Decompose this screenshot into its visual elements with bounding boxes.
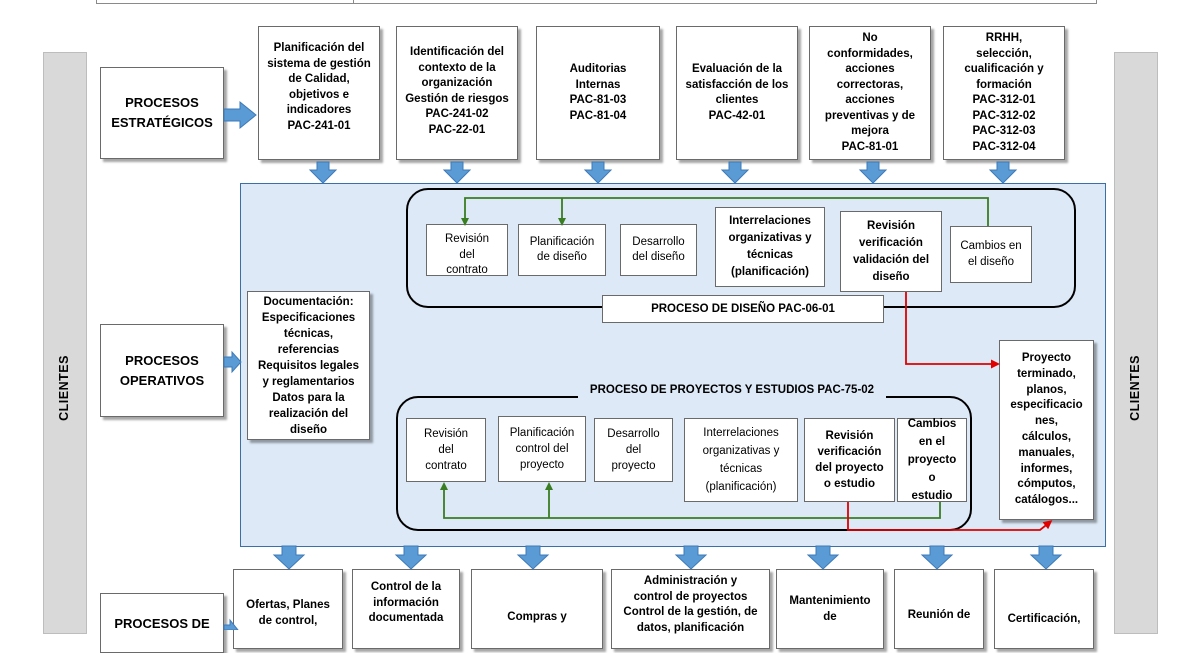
projects-step-interrelations: Interrelaciones organizativas y técnicas…: [684, 418, 798, 502]
design-step-contract-review: Revisión del contrato: [426, 224, 508, 276]
strategic-box-nonconformities: No conformidades, acciones correctoras, …: [809, 26, 931, 160]
design-step-changes: Cambios en el diseño: [950, 226, 1032, 283]
strategic-box-quality-planning: Planificación del sistema de gestión de …: [258, 26, 380, 160]
design-step-interrelations: Interrelaciones organizativas y técnicas…: [715, 207, 825, 287]
projects-step-development: Desarrollo del proyecto: [594, 418, 673, 482]
strategic-box-hr-training: RRHH, selección, cualificación y formaci…: [943, 26, 1065, 160]
design-step-review-verification: Revisión verificación validación del dis…: [840, 211, 942, 292]
design-step-planning: Planificación de diseño: [518, 224, 606, 276]
documentation-box: Documentación: Especificaciones técnicas…: [247, 291, 370, 440]
projects-process-title: PROCESO DE PROYECTOS Y ESTUDIOS PAC-75-0…: [578, 378, 886, 402]
output-deliverables-box: Proyecto terminado, planos, especificaci…: [999, 340, 1094, 520]
design-feedback-loop: [461, 197, 989, 226]
output-arrows: [847, 292, 1053, 531]
projects-step-review-verification: Revisión verificación del proyecto o est…: [804, 418, 895, 502]
design-process-title: PROCESO DE DISEÑO PAC-06-01: [602, 295, 884, 323]
support-down-arrows: [272, 545, 1063, 570]
projects-step-changes: Cambios en el proyecto o estudio: [897, 418, 967, 502]
arrow-support-right: [223, 618, 239, 630]
arrow-strategic-right: [223, 100, 257, 130]
projects-feedback-loop: [440, 482, 941, 519]
strategic-box-customer-satisfaction: Evaluación de la satisfacción de los cli…: [676, 26, 798, 160]
projects-step-planning-control: Planificación control del proyecto: [498, 416, 586, 482]
top-strip: [96, 0, 1097, 4]
strategic-box-internal-audits: Auditorias Internas PAC-81-03 PAC-81-04: [536, 26, 660, 160]
top-strip-divider: [353, 0, 354, 4]
strategic-box-context-risks: Identificación del contexto de la organi…: [396, 26, 518, 160]
arrow-operative-right: [223, 350, 242, 374]
operative-processes-label: PROCESOS OPERATIVOS: [100, 324, 224, 417]
strategic-down-arrows: [308, 161, 1018, 184]
design-step-development: Desarrollo del diseño: [620, 224, 697, 276]
projects-step-contract-review: Revisión del contrato: [406, 418, 486, 482]
clients-right-bar: [1114, 52, 1158, 634]
connector-arrows: [223, 100, 1063, 630]
